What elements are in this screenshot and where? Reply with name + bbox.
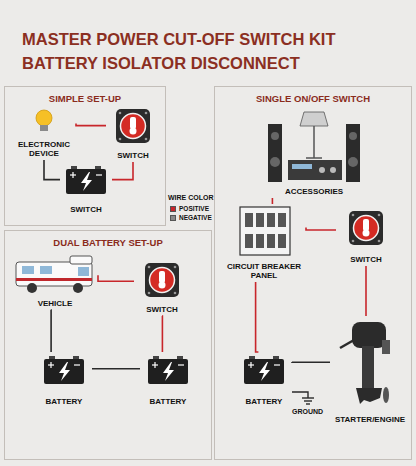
component-label: BATTERY: [236, 398, 292, 407]
battery-symbol: [148, 356, 188, 384]
vehicle-icon: [16, 256, 92, 293]
section-heading: SINGLE ON/OFF SWITCH: [215, 93, 411, 104]
component-label: SWITCH: [60, 206, 112, 215]
setup-panel: DUAL BATTERY SET-UP VEHICLE SWITCH BATTERY B…: [4, 230, 212, 460]
bulb-icon: [36, 110, 52, 131]
component-label: ELECTRONIC DEVICE: [12, 141, 76, 159]
legend-swatch: [170, 206, 176, 212]
switch-node: SWITCH: [106, 106, 160, 162]
battery-symbol: [66, 166, 106, 194]
legend-heading: WIRE COLOR: [168, 194, 214, 202]
legend-text: POSITIVE: [179, 205, 209, 212]
breaker-panel-icon: [240, 207, 290, 255]
vehicle-node: VEHICLE: [12, 252, 98, 310]
battery-symbol: [244, 356, 284, 384]
wire: [112, 162, 133, 180]
battery-symbol: [44, 356, 84, 384]
legend-row: POSITIVE: [170, 205, 212, 212]
legend-swatch: [170, 215, 176, 221]
switch-node: SWITCH: [134, 258, 190, 316]
setup-panel: SINGLE ON/OFF SWITCH ACCESSORIES CIRCUIT B…: [214, 86, 412, 460]
battery-node: BATTERY: [236, 352, 292, 408]
component-label: SWITCH: [336, 256, 396, 265]
ground-label: GROUND: [292, 408, 323, 416]
engine-node: STARTER/ENGINE: [330, 316, 410, 426]
accessories-node: ACCESSORIES: [262, 106, 366, 198]
component-label: SWITCH: [134, 306, 190, 315]
wire: [365, 266, 367, 316]
section-heading: DUAL BATTERY SET-UP: [5, 237, 211, 248]
switch-symbol: [349, 211, 383, 245]
wire: [272, 198, 274, 204]
wire: [76, 124, 106, 126]
component-label: ACCESSORIES: [262, 188, 366, 197]
legend-row: NEGATIVE: [170, 214, 212, 221]
switch-node: SWITCH: [336, 206, 396, 266]
battery-node: BATTERY: [140, 352, 196, 408]
breaker-panel-node: CIRCUIT BREAKER PANEL: [222, 204, 306, 282]
wire: [44, 160, 60, 180]
component-label: STARTER/ENGINE: [330, 416, 410, 425]
battery-node: SWITCH: [60, 164, 112, 216]
legend: POSITIVE NEGATIVE: [170, 205, 212, 221]
title-text: MASTER POWER CUT-OFF SWITCH KIT BATTERY …: [22, 28, 398, 76]
ground-symbol: [292, 392, 314, 404]
setup-panel: SIMPLE SET-UP ELECTRONIC DEVICE SWITCH SWIT…: [4, 86, 166, 226]
component-label: VEHICLE: [12, 300, 98, 309]
component-label: BATTERY: [36, 398, 92, 407]
wire: [306, 227, 336, 230]
device-node: ELECTRONIC DEVICE: [12, 108, 76, 160]
component-label: SWITCH: [106, 152, 160, 161]
wire: [292, 361, 330, 363]
accessories-icon: [268, 112, 360, 182]
section-heading: SIMPLE SET-UP: [5, 93, 165, 104]
component-label: BATTERY: [140, 398, 196, 407]
wire: [92, 368, 140, 370]
outboard-motor-icon: [340, 322, 390, 404]
wire: [98, 275, 134, 281]
wire: [161, 316, 163, 352]
switch-symbol: [145, 263, 179, 297]
switch-symbol: [116, 109, 150, 143]
battery-node: BATTERY: [36, 352, 92, 408]
wire: [256, 282, 259, 352]
wire: [50, 310, 52, 352]
component-label: CIRCUIT BREAKER PANEL: [222, 263, 306, 281]
legend-text: NEGATIVE: [179, 214, 212, 221]
